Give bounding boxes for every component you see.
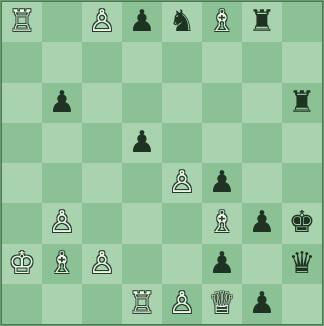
board-square-r6-c7[interactable]: ♛	[282, 244, 322, 284]
white-rook-icon[interactable]: ♖	[129, 289, 156, 319]
white-bishop-icon[interactable]: ♗	[209, 7, 236, 37]
white-queen-icon[interactable]: ♕	[209, 289, 236, 319]
black-queen-icon[interactable]: ♛	[289, 249, 316, 279]
board-square-r6-c2[interactable]: ♙	[82, 244, 122, 284]
board-square-r0-c3[interactable]: ♟	[122, 2, 162, 42]
board-square-r3-c3[interactable]: ♟	[122, 123, 162, 163]
board-square-r4-c1[interactable]	[42, 163, 82, 203]
black-pawn-icon[interactable]: ♟	[249, 289, 276, 319]
board-square-r7-c3[interactable]: ♖	[122, 284, 162, 324]
board-square-r6-c4[interactable]	[162, 244, 202, 284]
board-square-r4-c3[interactable]	[122, 163, 162, 203]
board-square-r2-c6[interactable]	[242, 83, 282, 123]
board-square-r5-c7[interactable]: ♚	[282, 203, 322, 243]
board-square-r0-c7[interactable]	[282, 2, 322, 42]
board-square-r7-c7[interactable]	[282, 284, 322, 324]
board-square-r3-c0[interactable]	[2, 123, 42, 163]
board-square-r7-c1[interactable]	[42, 284, 82, 324]
board-square-r4-c4[interactable]: ♙	[162, 163, 202, 203]
board-square-r5-c2[interactable]	[82, 203, 122, 243]
white-pawn-icon[interactable]: ♙	[169, 168, 196, 198]
board-square-r7-c0[interactable]	[2, 284, 42, 324]
black-pawn-icon[interactable]: ♟	[209, 168, 236, 198]
white-rook-icon[interactable]: ♖	[9, 7, 36, 37]
white-pawn-icon[interactable]: ♙	[89, 249, 116, 279]
board-square-r2-c4[interactable]	[162, 83, 202, 123]
board-square-r1-c2[interactable]	[82, 42, 122, 82]
board-square-r7-c2[interactable]	[82, 284, 122, 324]
board-square-r1-c4[interactable]	[162, 42, 202, 82]
board-square-r3-c4[interactable]	[162, 123, 202, 163]
board-square-r0-c4[interactable]: ♞	[162, 2, 202, 42]
board-square-r5-c6[interactable]: ♟	[242, 203, 282, 243]
board-square-r3-c6[interactable]	[242, 123, 282, 163]
board-square-r0-c0[interactable]: ♖	[2, 2, 42, 42]
board-square-r7-c4[interactable]: ♙	[162, 284, 202, 324]
black-knight-icon[interactable]: ♞	[169, 7, 196, 37]
board-square-r2-c7[interactable]: ♜	[282, 83, 322, 123]
board-square-r4-c6[interactable]	[242, 163, 282, 203]
board-square-r7-c5[interactable]: ♕	[202, 284, 242, 324]
black-king-icon[interactable]: ♚	[289, 208, 316, 238]
board-square-r7-c6[interactable]: ♟	[242, 284, 282, 324]
board-square-r4-c7[interactable]	[282, 163, 322, 203]
white-pawn-icon[interactable]: ♙	[89, 7, 116, 37]
white-pawn-icon[interactable]: ♙	[49, 208, 76, 238]
board-square-r4-c0[interactable]	[2, 163, 42, 203]
board-square-r2-c0[interactable]	[2, 83, 42, 123]
board-square-r3-c2[interactable]	[82, 123, 122, 163]
board-square-r2-c3[interactable]	[122, 83, 162, 123]
white-bishop-icon[interactable]: ♗	[49, 249, 76, 279]
black-pawn-icon[interactable]: ♟	[129, 128, 156, 158]
board-square-r5-c3[interactable]	[122, 203, 162, 243]
board-square-r6-c1[interactable]: ♗	[42, 244, 82, 284]
board-square-r3-c7[interactable]	[282, 123, 322, 163]
black-pawn-icon[interactable]: ♟	[249, 208, 276, 238]
board-square-r2-c2[interactable]	[82, 83, 122, 123]
white-king-icon[interactable]: ♔	[9, 249, 36, 279]
board-square-r1-c7[interactable]	[282, 42, 322, 82]
black-pawn-icon[interactable]: ♟	[209, 249, 236, 279]
black-rook-icon[interactable]: ♜	[289, 88, 316, 118]
board-square-r5-c5[interactable]: ♗	[202, 203, 242, 243]
board-square-r6-c3[interactable]	[122, 244, 162, 284]
board-square-r6-c0[interactable]: ♔	[2, 244, 42, 284]
white-pawn-icon[interactable]: ♙	[169, 289, 196, 319]
board-square-r2-c1[interactable]: ♟	[42, 83, 82, 123]
black-rook-icon[interactable]: ♜	[249, 7, 276, 37]
board-square-r5-c1[interactable]: ♙	[42, 203, 82, 243]
board-square-r1-c6[interactable]	[242, 42, 282, 82]
board-square-r4-c2[interactable]	[82, 163, 122, 203]
black-pawn-icon[interactable]: ♟	[49, 88, 76, 118]
board-square-r0-c6[interactable]: ♜	[242, 2, 282, 42]
board-square-r0-c5[interactable]: ♗	[202, 2, 242, 42]
black-pawn-icon[interactable]: ♟	[129, 7, 156, 37]
board-square-r3-c5[interactable]	[202, 123, 242, 163]
board-square-r4-c5[interactable]: ♟	[202, 163, 242, 203]
board-square-r2-c5[interactable]	[202, 83, 242, 123]
board-square-r3-c1[interactable]	[42, 123, 82, 163]
board-square-r0-c2[interactable]: ♙	[82, 2, 122, 42]
board-square-r5-c4[interactable]	[162, 203, 202, 243]
board-square-r6-c6[interactable]	[242, 244, 282, 284]
board-square-r5-c0[interactable]	[2, 203, 42, 243]
board-square-r1-c0[interactable]	[2, 42, 42, 82]
white-bishop-icon[interactable]: ♗	[209, 208, 236, 238]
board-square-r1-c3[interactable]	[122, 42, 162, 82]
board-square-r1-c5[interactable]	[202, 42, 242, 82]
board-square-r1-c1[interactable]	[42, 42, 82, 82]
board-square-r6-c5[interactable]: ♟	[202, 244, 242, 284]
board-square-r0-c1[interactable]	[42, 2, 82, 42]
